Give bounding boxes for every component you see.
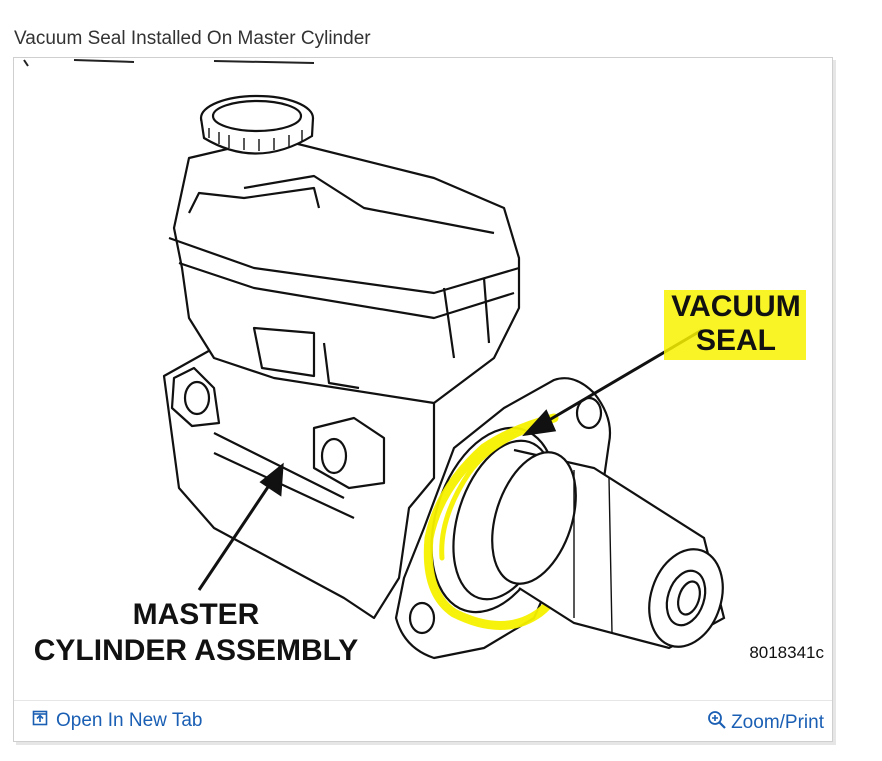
master-cylinder-diagram: VACUUM SEAL MASTER CYLINDER ASSEMBLY 801… (14, 58, 832, 698)
vacuum-seal-label-line1: VACUUM (671, 290, 800, 323)
open-in-new-tab-link[interactable]: Open In New Tab (32, 710, 202, 732)
vacuum-seal-highlight (423, 413, 564, 630)
vacuum-seal-label-line2: SEAL (696, 324, 776, 357)
fluid-reservoir (168, 136, 521, 405)
zoom-print-label: Zoom/Print (731, 712, 824, 733)
open-in-new-tab-icon (32, 710, 48, 732)
reservoir-cap (199, 94, 315, 155)
piston-bore (491, 448, 726, 650)
open-in-new-tab-label: Open In New Tab (56, 710, 203, 731)
diagram-svg: VACUUM SEAL MASTER CYLINDER ASSEMBLY 801… (23, 59, 824, 667)
master-cylinder-label-line2: CYLINDER ASSEMBLY (34, 634, 359, 667)
master-cylinder-label-line1: MASTER (133, 598, 260, 631)
vacuum-label-highlight (664, 290, 806, 360)
zoom-print-link[interactable]: Zoom/Print (707, 710, 824, 736)
figure-code: 8018341c (749, 643, 824, 662)
figure-footer: Open In New Tab Zoom/Print (14, 700, 832, 741)
figure-caption: Vacuum Seal Installed On Master Cylinder (14, 28, 371, 49)
magnifier-plus-icon (707, 710, 727, 736)
cylinder-body (162, 346, 436, 620)
cropped-text-fragment (23, 59, 315, 67)
master-cylinder-arrow (197, 462, 284, 591)
